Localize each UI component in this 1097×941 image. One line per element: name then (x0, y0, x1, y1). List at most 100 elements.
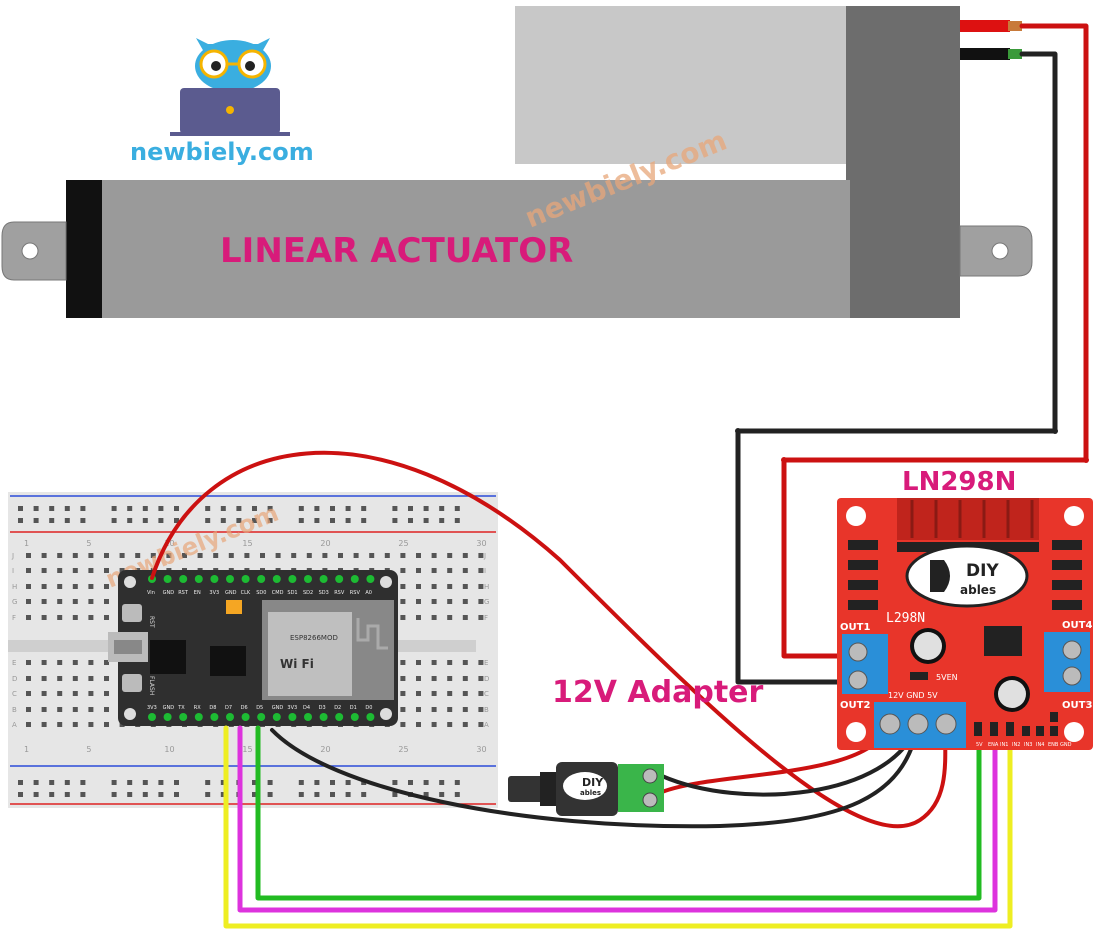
driver-out1: OUT1 (840, 622, 870, 633)
row-letter: F (484, 614, 488, 622)
terminal-hole (41, 660, 47, 665)
terminal-hole (431, 676, 437, 681)
column-number: 10 (164, 745, 174, 754)
terminal-hole (447, 691, 453, 696)
terminal-hole (57, 553, 63, 558)
column-number: 5 (86, 539, 91, 548)
rail-hole (267, 780, 273, 785)
driver-logo-top: DIY (966, 561, 999, 581)
rail-hole (49, 506, 55, 511)
rail-hole (64, 506, 70, 511)
terminal-hole (400, 660, 406, 665)
terminal-hole (119, 568, 125, 573)
terminal-hole (416, 584, 421, 589)
terminal-hole (416, 615, 421, 620)
terminal-hole (322, 553, 328, 558)
terminal-hole (462, 722, 468, 727)
driver-out4: OUT4 (1062, 620, 1092, 631)
rail-hole (80, 518, 86, 523)
owl-laptop-icon (170, 38, 290, 136)
terminal-hole (41, 722, 47, 727)
terminal-hole (72, 691, 78, 696)
terminal-hole (478, 615, 484, 620)
mcu-pin-label: D8 (209, 705, 216, 711)
column-number: 5 (86, 745, 91, 754)
rail-hole (298, 780, 304, 785)
terminal-hole (72, 722, 78, 727)
terminal-hole (72, 568, 78, 573)
driver-title: LN298N (902, 467, 1016, 497)
rail-hole (158, 792, 164, 797)
rail-hole (314, 792, 320, 797)
linear-actuator (1, 6, 1033, 318)
terminal-hole (72, 615, 78, 620)
driver-out3: OUT3 (1062, 700, 1092, 711)
terminal-hole (369, 553, 375, 558)
mcu-pin (241, 575, 250, 583)
terminal-hole (41, 691, 47, 696)
terminal-hole (447, 584, 453, 589)
driver-pin-label: IN1 (1000, 742, 1008, 748)
terminal-hole (26, 722, 31, 727)
terminal-hole (57, 584, 63, 589)
rail-hole (64, 780, 70, 785)
row-letter: J (483, 552, 486, 560)
rail-hole (49, 518, 55, 523)
terminal-hole (447, 722, 453, 727)
mcu-pin (179, 713, 188, 721)
terminal-hole (447, 707, 453, 712)
terminal-hole (447, 568, 453, 573)
terminal-hole (431, 707, 437, 712)
mcu-pin-label: RX (194, 705, 201, 711)
terminal-hole (57, 691, 63, 696)
mcu-pin-label: CMD (272, 590, 284, 596)
rail-hole (454, 518, 460, 523)
rail-hole (205, 506, 211, 511)
row-letter: C (484, 690, 489, 698)
rail-hole (314, 518, 320, 523)
terminal-hole (416, 691, 421, 696)
terminal-hole (104, 722, 109, 727)
mcu-pin-label: D4 (303, 705, 310, 711)
mcu-module-brand: Wi Fi (280, 657, 314, 671)
terminal-hole (197, 553, 203, 558)
driver-out2: OUT2 (840, 700, 870, 711)
terminal-hole (72, 707, 78, 712)
rail-hole (236, 506, 242, 511)
terminal-hole (41, 553, 47, 558)
rail-hole (423, 518, 429, 523)
mcu-pin-label: 3V3 (147, 705, 157, 711)
rail-hole (18, 506, 23, 511)
mcu-pin (194, 575, 203, 583)
column-number: 1 (24, 745, 29, 754)
terminal-hole (431, 722, 437, 727)
rail-hole (33, 518, 39, 523)
rail-hole (345, 780, 351, 785)
terminal-hole (88, 584, 94, 589)
rail-hole (80, 792, 86, 797)
terminal-hole (26, 676, 31, 681)
terminal-hole (72, 660, 78, 665)
terminal-hole (88, 660, 94, 665)
terminal-hole (431, 660, 437, 665)
column-number: 20 (320, 539, 330, 548)
rail-hole (345, 506, 351, 511)
actuator-label: LINEAR ACTUATOR (220, 231, 573, 271)
mcu-pin-label: SD1 (287, 590, 297, 596)
terminal-hole (182, 553, 187, 558)
mcu-pin (366, 575, 375, 583)
rail-hole (127, 506, 133, 511)
mcu-pin (288, 713, 297, 721)
mcu-btn-flash: FLASH (148, 676, 155, 695)
mcu-pin-label: SD0 (256, 590, 266, 596)
driver-pin-label: IN3 (1024, 742, 1032, 748)
rail-hole (127, 518, 133, 523)
row-letter: B (12, 706, 17, 714)
terminal-hole (416, 722, 421, 727)
mcu-pin-label: SD2 (303, 590, 313, 596)
mcu-pin (257, 575, 266, 583)
column-number: 1 (24, 539, 29, 548)
column-number: 25 (398, 539, 408, 548)
